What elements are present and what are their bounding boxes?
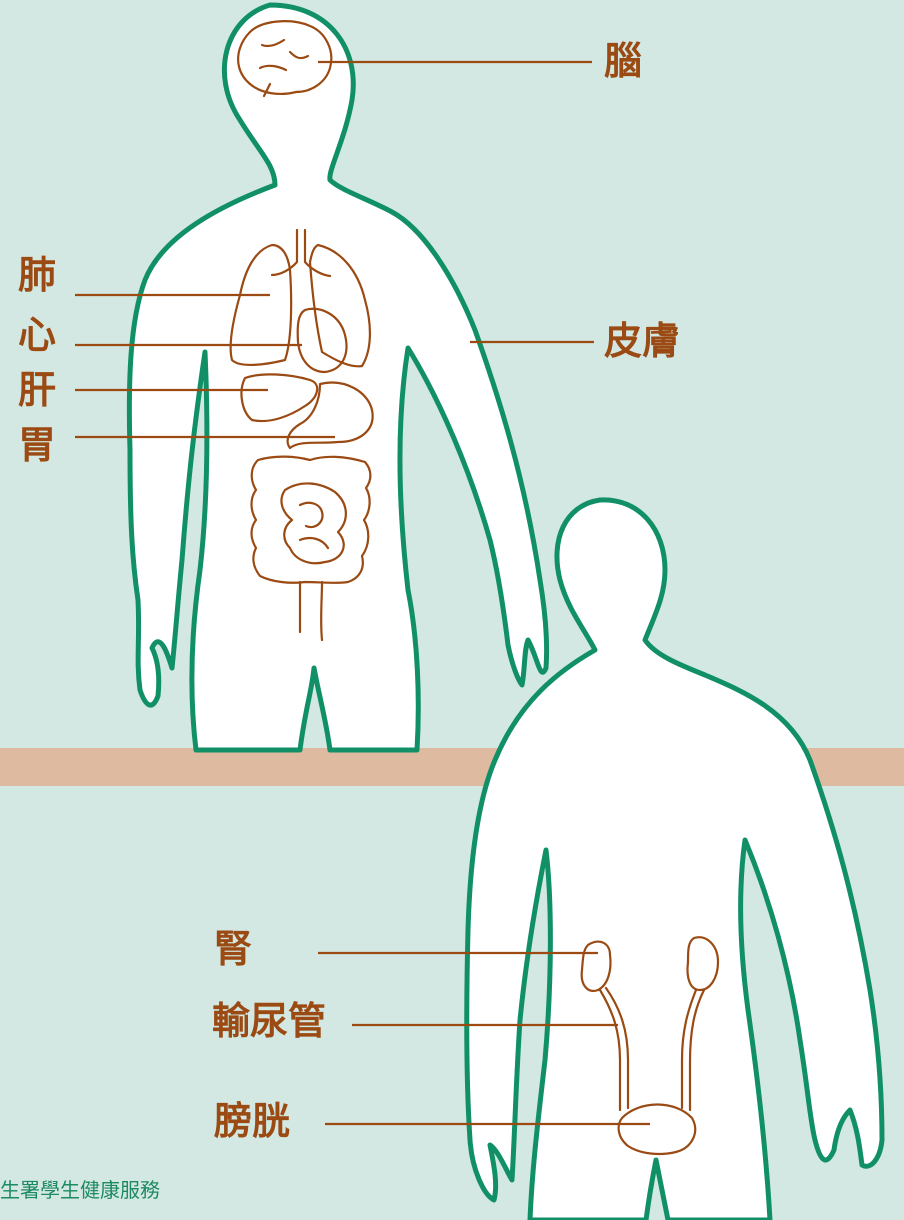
figure-upper-body (129, 5, 546, 750)
label-liver: 肝 (18, 371, 56, 409)
label-kidney: 腎 (214, 930, 252, 968)
label-brain: 腦 (604, 42, 642, 80)
label-bladder: 膀胱 (214, 1102, 290, 1140)
label-skin: 皮膚 (604, 322, 680, 360)
label-lung: 肺 (18, 256, 56, 294)
footer-credit: 生署學生健康服務 (0, 1174, 160, 1203)
label-heart: 心 (18, 316, 56, 354)
label-ureter: 輸尿管 (212, 1002, 326, 1040)
label-stomach: 胃 (18, 426, 56, 464)
